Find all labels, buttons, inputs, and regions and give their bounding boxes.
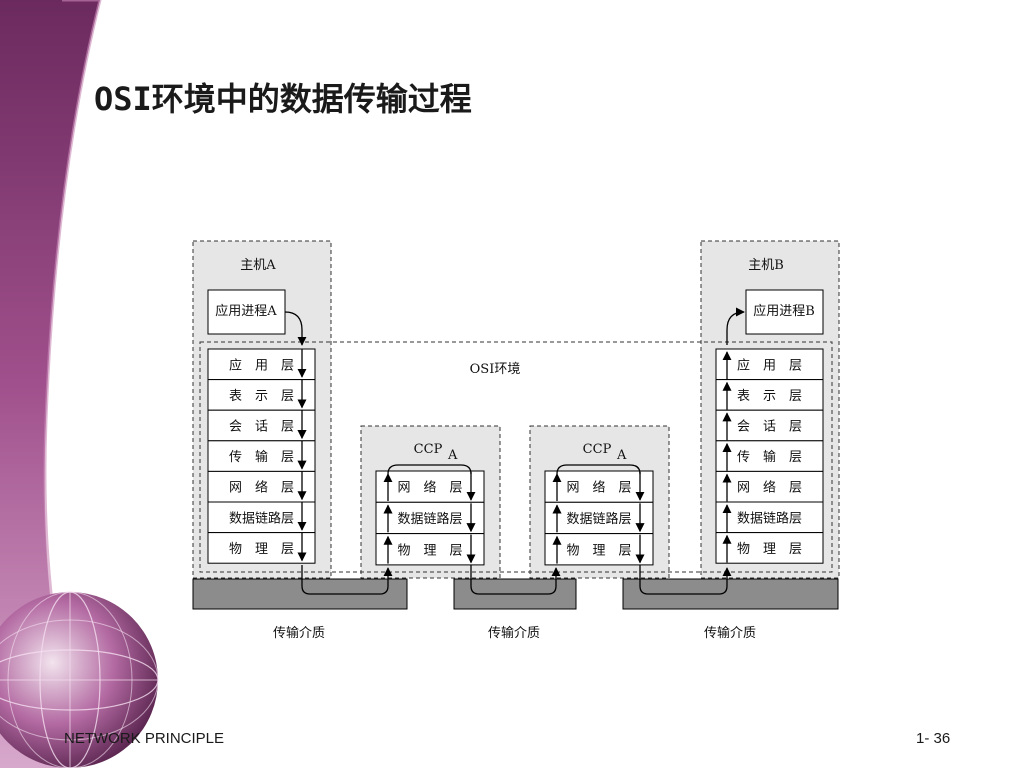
flow-medium-1 (301, 565, 393, 595)
ccp-2-subscript: A (616, 448, 627, 463)
ccp-2-layer-box (544, 501, 654, 535)
flow-process-a-down (284, 311, 307, 346)
host-a-layer-label: 数据链路层 (229, 510, 294, 526)
ccp-2-layer-box (544, 533, 654, 566)
ccp-1-label: CCP (414, 442, 443, 457)
host-b-layer-box (715, 470, 824, 503)
ccp-1-name: CCP (414, 442, 443, 457)
ccp-2-layer-label: 网 络 层 (566, 480, 631, 496)
host-b-layer-label: 应 用 层 (737, 357, 802, 373)
host-a-layer-label: 网 络 层 (229, 480, 294, 496)
host-b-layer-label: 表 示 层 (737, 389, 802, 404)
footer-page-number: 1- 36 (916, 730, 951, 747)
host-b-layer-box (715, 440, 824, 472)
host-a-layer-box (207, 348, 316, 381)
host-b-layer-label: 传 输 层 (737, 449, 802, 465)
host-a-label: 主机A (240, 258, 276, 273)
flow-turnaround-ccp-2 (556, 464, 641, 475)
host-a-layer-box (207, 532, 316, 564)
ccp-1-layer-box (375, 501, 485, 535)
ccp-2-layer-label: 数据链路层 (566, 511, 631, 527)
process-a-label: 应用进程A (215, 303, 277, 319)
flow-turnaround-ccp-1 (387, 464, 472, 475)
host-a-layer-label: 表 示 层 (229, 389, 294, 404)
flow-medium-3 (639, 565, 732, 595)
host-b-layer-label: 会 话 层 (737, 420, 802, 435)
medium-label-3: 传输介质 (704, 625, 756, 641)
ccp-2-layer-box (544, 470, 654, 503)
ccp-1-subscript: A (447, 448, 458, 463)
medium-label-1: 传输介质 (273, 625, 325, 641)
osi-environment-label: OSI环境 (470, 362, 521, 377)
host-a-layer-label: 应 用 层 (229, 357, 294, 373)
host-b-layer-box (715, 409, 824, 442)
ccp-1-layer-label: 网 络 层 (397, 480, 462, 496)
slide-title: OSI环境中的数据传输过程 (94, 80, 472, 118)
host-b-layer-box (715, 379, 824, 411)
host-b-label: 主机B (748, 258, 784, 273)
flow-medium-2 (470, 565, 561, 595)
host-a-layer-box (207, 501, 316, 534)
process-b-label: 应用进程B (753, 303, 815, 319)
host-b-layer-label: 数据链路层 (737, 510, 802, 526)
host-a-layer-box (207, 470, 316, 503)
process-b-box (745, 289, 824, 335)
host-a-layer-box (207, 409, 316, 442)
host-b-layer-label: 物 理 层 (737, 542, 802, 557)
ccp-1-layer-label: 物 理 层 (397, 543, 462, 558)
ccp-2-layer-label: 物 理 层 (566, 543, 631, 558)
footer-course-name: NETWORK PRINCIPLE (64, 730, 225, 747)
globe-icon (0, 591, 159, 768)
host-a-layer-label: 会 话 层 (229, 420, 294, 435)
flow-process-b-up (726, 307, 745, 345)
host-b-layer-label: 网 络 层 (737, 480, 802, 496)
host-b-layer-box (715, 501, 824, 534)
data-flow-arrows (297, 349, 732, 564)
ccp-2-label: CCP (583, 442, 612, 457)
ccp-1-layer-label: 数据链路层 (397, 511, 462, 527)
host-a-layer-label: 传 输 层 (229, 449, 294, 465)
host-b-layer-box (715, 532, 824, 564)
medium-label-2: 传输介质 (488, 625, 540, 641)
osi-environment-boundary (199, 341, 833, 573)
host-a-layer-label: 物 理 层 (229, 542, 294, 557)
host-a-layer-box (207, 379, 316, 411)
process-a-box (207, 289, 286, 335)
host-b-layer-box (715, 348, 824, 381)
ccp-2-name: CCP (583, 442, 612, 457)
ccp-1-layer-box (375, 533, 485, 566)
ccp-1-layer-box (375, 470, 485, 503)
